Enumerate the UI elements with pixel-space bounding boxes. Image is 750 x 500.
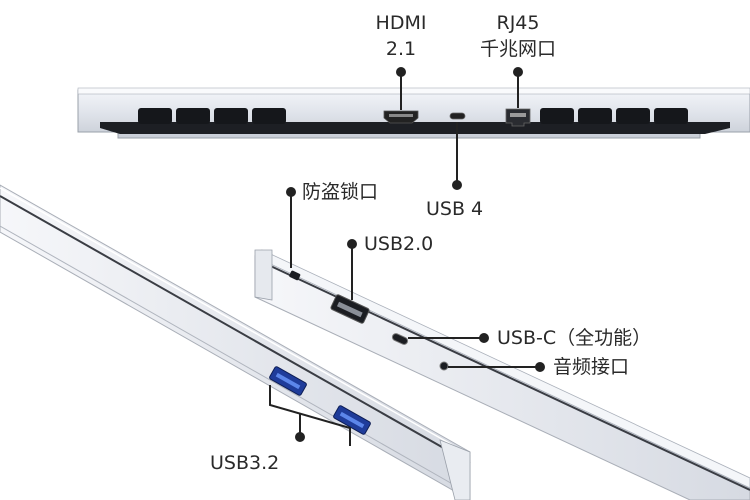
usb20-port <box>330 294 370 324</box>
usb4-leader-dot <box>452 180 462 190</box>
right-side-hinge <box>254 249 273 301</box>
hdmi-port-inner <box>389 114 413 117</box>
lock-leader-dot <box>286 187 296 197</box>
rear-left-vents <box>138 108 286 124</box>
left-side-view <box>0 184 471 500</box>
audio-leader-dot <box>535 362 545 372</box>
usb32-port-b <box>333 405 371 435</box>
vent-slot <box>252 108 286 124</box>
hdmi-label-line2: 2.1 <box>385 38 417 60</box>
usb32-port-a-tongue <box>275 372 301 390</box>
left-side-lower-seam <box>0 225 471 495</box>
lock-slot-label: 防盗锁口 <box>302 181 379 203</box>
left-side-highlight <box>0 187 471 456</box>
rear-bottom-edge <box>100 122 730 134</box>
usb20-leader-dot <box>347 239 357 249</box>
lock-slot <box>289 270 301 281</box>
hdmi-label-line1: HDMI <box>375 12 427 34</box>
right-side-view <box>254 249 750 500</box>
rear-leaders <box>396 67 523 190</box>
vent-slot <box>176 108 210 124</box>
usbc-leader-dot <box>479 333 489 343</box>
vent-slot <box>654 108 688 124</box>
vent-slot <box>616 108 650 124</box>
usb4-label: USB 4 <box>426 198 484 220</box>
usbc-port <box>391 333 409 345</box>
audio-jack-label: 音频接口 <box>553 356 630 378</box>
usb32-bracket <box>269 385 351 446</box>
right-side-top-rim <box>261 249 750 489</box>
usb32-leader <box>269 385 351 446</box>
vent-slot <box>578 108 612 124</box>
usb20-port-tongue <box>336 301 363 318</box>
rj45-label-line2: 千兆网口 <box>479 38 556 60</box>
rear-right-vents <box>540 108 688 124</box>
usbc-label: USB-C（全功能） <box>497 327 652 349</box>
usbc-port-shell <box>391 333 409 345</box>
usb32-label: USB3.2 <box>210 452 280 474</box>
rj45-leader-dot <box>513 67 523 77</box>
rj45-label-line1: RJ45 <box>496 12 540 34</box>
usb32-port-a <box>269 366 307 396</box>
usb4-port <box>449 112 466 120</box>
audio-jack <box>439 361 449 371</box>
usb20-label: USB2.0 <box>364 233 434 255</box>
usb32-port-b-tongue <box>339 411 365 429</box>
vent-slot <box>214 108 248 124</box>
rear-view <box>77 87 750 139</box>
vent-slot <box>138 108 172 124</box>
usb32-leader-dot <box>295 432 305 442</box>
left-side-hinge <box>439 439 471 500</box>
rj45-port-inner <box>510 113 526 117</box>
rear-top-rim <box>77 87 750 95</box>
left-side-seam <box>0 195 471 464</box>
hdmi-leader-dot <box>396 67 406 77</box>
right-leaders <box>286 187 545 372</box>
vent-slot <box>540 108 574 124</box>
